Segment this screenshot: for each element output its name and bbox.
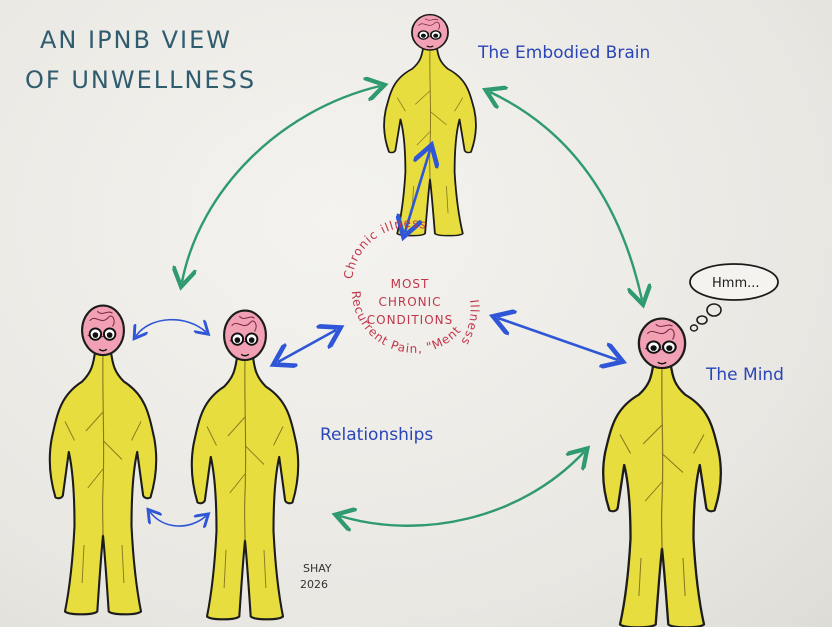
label-embodied-brain: The Embodied Brain <box>477 43 650 63</box>
center-line-3: CONDITIONS <box>367 313 454 327</box>
ring-text-top: Chronic illness <box>341 216 427 280</box>
relationship-figure-right <box>190 309 300 621</box>
green-arrow-brain-relationships <box>182 86 380 282</box>
signature-year: 2026 <box>300 578 328 591</box>
embodied-brain-figure <box>383 13 477 237</box>
blue-arrow-between-figures-bottom <box>150 512 206 526</box>
center-line-2: CHRONIC <box>378 295 441 309</box>
signature-name: SHAY <box>303 562 332 575</box>
relationship-figure-left <box>48 304 158 616</box>
title-line-2: OF UNWELLNESS <box>25 66 256 94</box>
blue-arrow-relationships-center <box>278 330 336 362</box>
blue-arrow-mind-center <box>498 318 618 360</box>
label-relationships: Relationships <box>320 425 433 445</box>
svg-text:Illness: Illness <box>458 299 482 349</box>
title-line-1: AN IPNB VIEW <box>40 26 232 54</box>
green-arrow-relationships-mind <box>340 452 584 526</box>
blue-arrow-brain-center <box>405 150 430 232</box>
mind-figure <box>601 317 723 627</box>
blue-arrow-between-figures-top <box>136 318 206 336</box>
thought-bubble: Hmm... <box>689 263 779 332</box>
ring-text-right: Illness <box>458 299 481 349</box>
green-arrow-brain-mind <box>490 92 642 300</box>
center-line-1: MOST <box>391 277 430 291</box>
thought-text: Hmm... <box>712 276 760 291</box>
svg-text:Chronic illness: Chronic illness <box>341 216 428 280</box>
label-the-mind: The Mind <box>705 365 784 385</box>
